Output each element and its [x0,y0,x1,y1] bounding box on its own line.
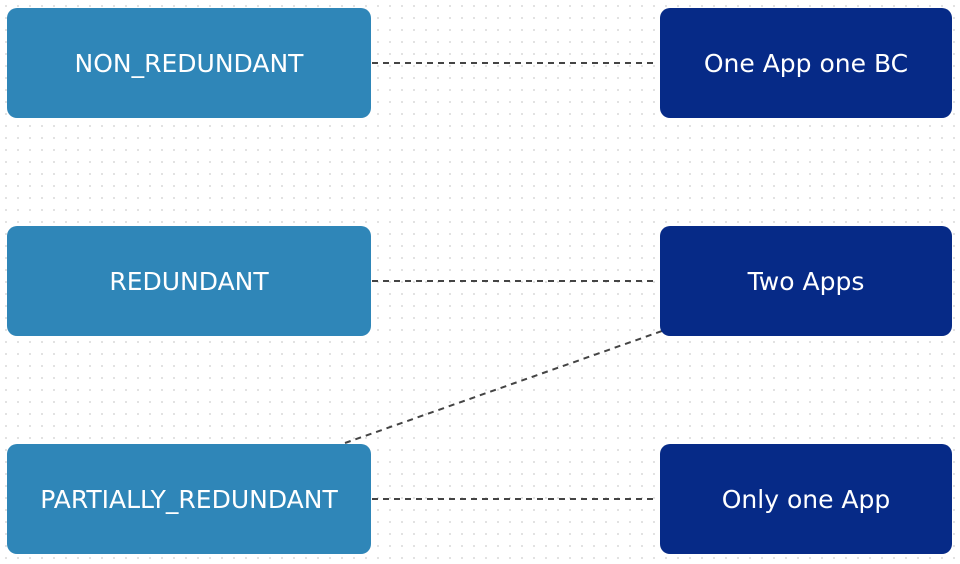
node-two-apps[interactable]: Two Apps [660,226,952,336]
connector-partially-redundant-to-two-apps [344,330,663,444]
node-label: PARTIALLY_REDUNDANT [40,484,338,514]
node-label: Only one App [721,484,891,514]
node-label: Two Apps [747,266,865,296]
node-label: One App one BC [703,48,909,78]
node-label: REDUNDANT [109,266,269,296]
node-non-redundant[interactable]: NON_REDUNDANT [7,8,371,118]
node-redundant[interactable]: REDUNDANT [7,226,371,336]
node-one-app-one-bc[interactable]: One App one BC [660,8,952,118]
node-label: NON_REDUNDANT [74,48,304,78]
node-only-one-app[interactable]: Only one App [660,444,952,554]
node-partially-redundant[interactable]: PARTIALLY_REDUNDANT [7,444,371,554]
